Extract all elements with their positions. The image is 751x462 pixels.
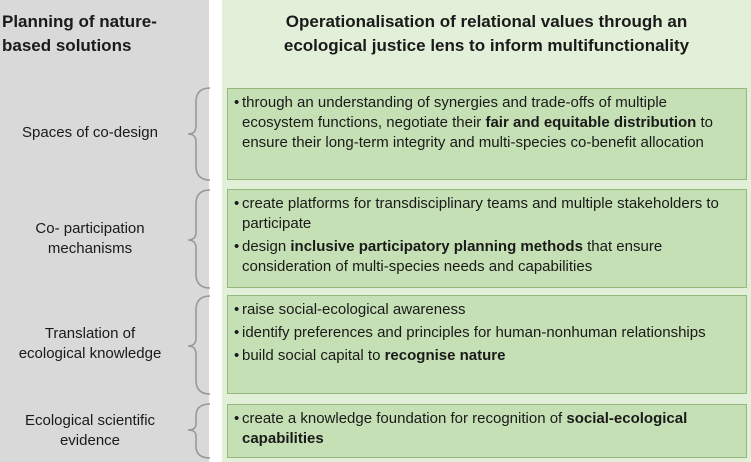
bullet-text: create a knowledge foundation for recogn… [242,409,740,449]
bullet-dot: • [234,301,240,318]
bullet-emphasis: recognise nature [384,347,506,364]
bullet-segment: that ensure consideration of multi-speci… [242,238,663,275]
bullet-text: build social capital to recognise nature [242,346,740,366]
bullet-segment: build social capital to [242,347,385,364]
bullet-emphasis: social-ecological capabilities [242,410,688,447]
row-box-co-participation: •create platforms for transdisciplinary … [227,189,747,288]
bullet-segment: create a knowledge foundation for recogn… [242,410,567,427]
bullet-dot: • [234,238,240,255]
brace-row-4 [187,403,211,459]
row-label-translation: Translation of ecological knowledge [18,325,162,362]
row-box-evidence: •create a knowledge foundation for recog… [227,404,747,458]
right-column-header: Operationalisation of relational values … [283,12,690,55]
bullet-text: design inclusive participatory planning … [242,237,740,277]
bullet-item: •create a knowledge foundation for recog… [234,409,740,449]
bullet-emphasis: fair and equitable distribution [485,114,697,131]
bullet-item: •through an understanding of synergies a… [234,93,740,153]
bullet-item: •create platforms for transdisciplinary … [234,194,740,234]
bullet-segment: design [242,238,291,255]
bullet-text: raise social-ecological awareness [242,300,740,320]
left-column [0,0,209,462]
row-box-co-design: •through an understanding of synergies a… [227,88,747,180]
bullet-segment: identify preferences and principles for … [242,324,706,341]
bullet-emphasis: inclusive participatory planning methods [290,238,583,255]
bullet-dot: • [234,324,240,341]
bullet-item: •identify preferences and principles for… [234,323,740,343]
bullet-segment: create platforms for transdisciplinary t… [242,195,719,232]
bullet-segment: raise social-ecological awareness [242,301,466,318]
bullet-dot: • [234,410,240,427]
bullet-item: •raise social-ecological awareness [234,300,740,320]
bullet-dot: • [234,195,240,212]
bullet-item: •design inclusive participatory planning… [234,237,740,277]
bullet-text: identify preferences and principles for … [242,323,740,343]
brace-row-3 [187,295,211,395]
row-label-evidence: Ecological scientific evidence [24,412,156,449]
bullet-segment: through an understanding of synergies an… [242,94,667,131]
brace-row-2 [187,189,211,289]
bullet-text: through an understanding of synergies an… [242,93,740,153]
left-column-header: Planning of nature- based solutions [2,12,157,55]
bullet-dot: • [234,347,240,364]
bullet-segment: to ensure their long-term integrity and … [242,114,713,151]
bullet-text: create platforms for transdisciplinary t… [242,194,740,234]
brace-row-1 [187,87,211,181]
row-box-translation: •raise social-ecological awareness•ident… [227,295,747,394]
row-label-co-participation: Co- participation mechanisms [35,220,145,257]
bullet-dot: • [234,94,240,111]
bullet-item: •build social capital to recognise natur… [234,346,740,366]
row-label-co-design: Spaces of co-design [22,124,158,141]
